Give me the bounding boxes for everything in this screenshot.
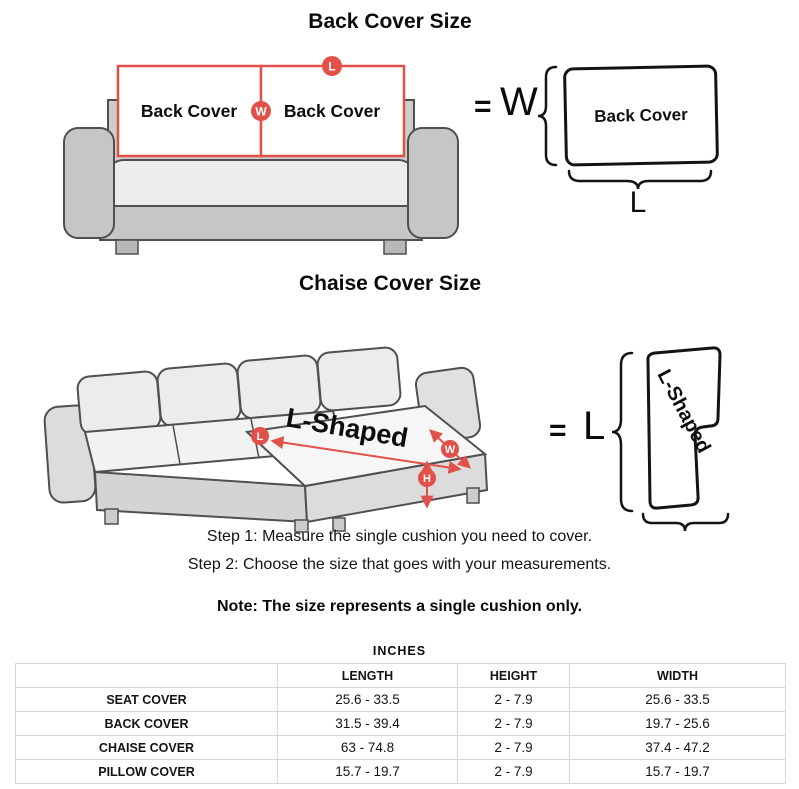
left-back-cushion [116,64,263,158]
step-1-text: Step 1: Measure the single cushion you n… [206,528,593,545]
l-shape-outline [646,346,722,510]
l-shape-result-diagram: L-Shaped [641,346,730,532]
row-label: SEAT COVER [15,687,278,712]
cell-length: 63 - 74.8 [277,735,458,760]
table-row-back-cover: BACK COVER 31.5 - 39.4 2 - 7.9 19.7 - 25… [15,711,786,736]
height-badge-label: H [423,473,431,485]
table-header-length: LENGTH [277,663,458,688]
back-cover-result-box: Back Cover [562,64,720,167]
table-header-height: HEIGHT [457,663,570,688]
chaise-cover-size-title: Chaise Cover Size [298,272,482,295]
cell-width: 15.7 - 19.7 [569,759,786,784]
cell-width: 37.4 - 47.2 [569,735,786,760]
right-cushion-label: Back Cover [284,101,380,121]
row-label: PILLOW COVER [15,759,278,784]
width-badge-label: W [445,444,456,456]
table-header-empty [15,663,278,688]
cell-length: 31.5 - 39.4 [277,711,458,736]
cell-length: 25.6 - 33.5 [277,687,458,712]
length-badge-label: L [257,431,264,443]
back-under-brace-icon [567,169,713,190]
cell-width: 19.7 - 25.6 [569,711,786,736]
height-badge-icon [418,469,436,487]
back-equals-sign: = [474,90,492,123]
sectional-body [43,346,489,533]
back-cover-size-title: Back Cover Size [308,10,472,33]
table-header-row: LENGTH HEIGHT WIDTH [15,663,786,688]
l-shape-under-brace-icon [641,512,730,532]
cell-height: 2 - 7.9 [457,759,570,784]
back-width-letter: W [500,80,538,124]
table-row-seat-cover: SEAT COVER 25.6 - 33.5 2 - 7.9 25.6 - 33… [15,687,786,712]
width-badge-label: W [255,105,267,119]
length-badge-icon [322,56,342,76]
row-label: CHAISE COVER [15,735,278,760]
width-badge-icon [441,440,459,458]
table-unit-label: INCHES [372,644,427,658]
width-badge-icon [251,101,271,121]
step-2-text: Step 2: Choose the size that goes with y… [187,556,612,573]
table-header-width: WIDTH [569,663,786,688]
note-text: Note: The size represents a single cushi… [216,598,583,615]
cell-height: 2 - 7.9 [457,687,570,712]
sofa-legs [104,487,480,533]
back-cushion-outlines: Back Cover Back Cover L W [116,56,406,158]
table-row-pillow-cover: PILLOW COVER 15.7 - 19.7 2 - 7.9 15.7 - … [15,759,786,784]
back-cover-result-label: Back Cover [594,104,688,126]
cell-width: 25.6 - 33.5 [569,687,786,712]
size-table: LENGTH HEIGHT WIDTH SEAT COVER 25.6 - 33… [15,663,786,784]
left-cushion-label: Back Cover [141,101,237,121]
cell-height: 2 - 7.9 [457,711,570,736]
back-sofa-illustration: Back Cover Back Cover L W [63,56,459,255]
chaise-sofa-illustration: L-Shaped L W H [43,346,489,533]
back-length-letter: L [629,186,647,219]
right-back-cushion [259,64,406,158]
chaise-equals-sign: = [549,414,567,447]
length-badge-icon [251,427,269,445]
row-label: BACK COVER [15,711,278,736]
chaise-length-letter: L [583,404,606,448]
length-badge-label: L [328,60,335,74]
cell-length: 15.7 - 19.7 [277,759,458,784]
back-vertical-brace-icon [537,65,558,167]
cell-height: 2 - 7.9 [457,735,570,760]
table-row-chaise-cover: CHAISE COVER 63 - 74.8 2 - 7.9 37.4 - 47… [15,735,786,760]
chaise-vertical-brace-icon [611,351,634,513]
